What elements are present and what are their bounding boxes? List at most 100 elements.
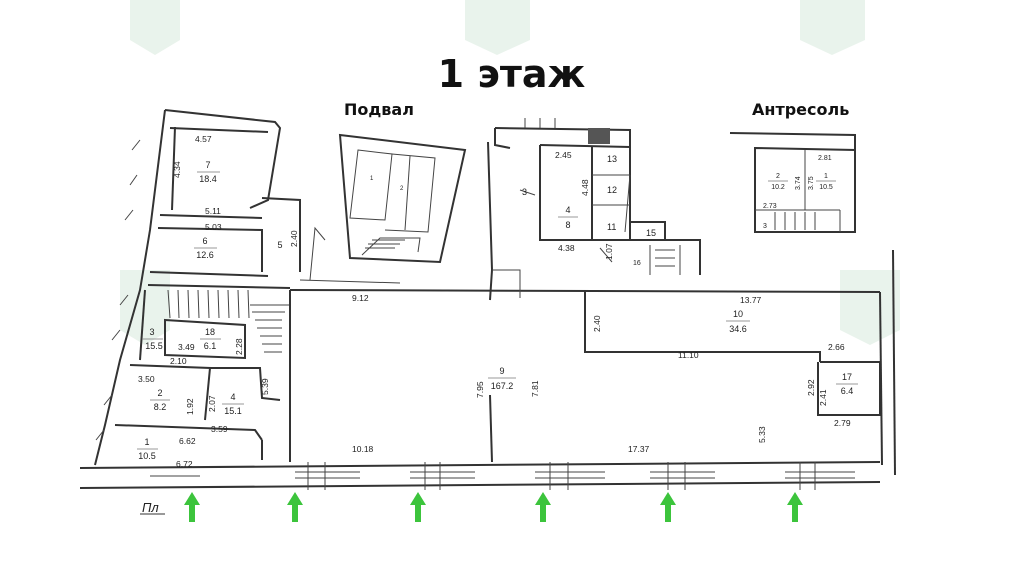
svg-text:6: 6 [202, 236, 207, 246]
svg-text:11.10: 11.10 [678, 350, 699, 360]
svg-text:2: 2 [157, 388, 162, 398]
room-18: 18 6.1 [200, 327, 221, 351]
left-wing-walls [79, 109, 881, 489]
service-block [494, 118, 701, 275]
svg-text:1: 1 [144, 437, 149, 447]
svg-text:2.28: 2.28 [234, 338, 244, 355]
svg-text:5.03: 5.03 [205, 222, 222, 232]
up-arrow-icon [184, 492, 200, 522]
svg-text:2.92: 2.92 [806, 379, 816, 396]
svg-text:4.57: 4.57 [195, 134, 212, 144]
room-5: 5 [277, 240, 282, 250]
up-arrow-icon [660, 492, 676, 522]
up-arrow-icon [410, 492, 426, 522]
svg-text:2.79: 2.79 [834, 418, 851, 428]
room-3-service: 3 [522, 187, 527, 197]
room-13: 13 [607, 154, 617, 164]
page-title: 1 этаж [437, 52, 586, 96]
svg-text:2.81: 2.81 [818, 155, 832, 162]
svg-text:17: 17 [842, 372, 852, 382]
up-arrow-icon [287, 492, 303, 522]
room-2: 2 8.2 [150, 388, 170, 412]
svg-text:167.2: 167.2 [491, 381, 514, 391]
svg-text:4: 4 [565, 205, 570, 215]
svg-text:5.39: 5.39 [260, 378, 270, 395]
svg-text:8.2: 8.2 [154, 402, 167, 412]
svg-text:7: 7 [205, 160, 210, 170]
svg-text:10.5: 10.5 [138, 451, 156, 461]
svg-text:10: 10 [733, 309, 743, 319]
svg-text:34.6: 34.6 [729, 324, 747, 334]
svg-text:4.34: 4.34 [172, 161, 182, 178]
svg-text:10.18: 10.18 [352, 444, 374, 454]
basement-room-label: 1 [370, 176, 374, 182]
svg-text:7.95: 7.95 [475, 381, 485, 398]
room-4: 4 15.1 [222, 392, 244, 416]
svg-text:13.77: 13.77 [740, 295, 762, 305]
svg-text:3.59: 3.59 [211, 424, 228, 434]
svg-text:6.62: 6.62 [179, 436, 196, 446]
svg-text:4.48: 4.48 [580, 179, 590, 196]
svg-text:10.2: 10.2 [771, 184, 785, 191]
room-4-service: 4 8 [558, 205, 578, 230]
main-hall-walls [289, 141, 896, 476]
room-labels: 7 18.4 6 12.6 5 3 15.5 18 6.1 2 8.2 4 [137, 154, 858, 461]
svg-text:3.50: 3.50 [138, 374, 155, 384]
mezzanine-plan [729, 132, 856, 233]
svg-text:9: 9 [499, 366, 504, 376]
entrance-arrows [184, 492, 803, 522]
svg-text:1: 1 [824, 173, 828, 180]
room-12: 12 [607, 185, 617, 195]
basement-title: Подвал [344, 100, 414, 119]
svg-text:8: 8 [565, 220, 570, 230]
room-16: 16 [633, 260, 641, 267]
svg-text:9.12: 9.12 [352, 293, 369, 303]
svg-text:2.40: 2.40 [289, 230, 299, 247]
svg-text:18: 18 [205, 327, 215, 337]
svg-text:1.07: 1.07 [604, 243, 614, 260]
svg-text:2: 2 [776, 173, 780, 180]
svg-text:2.41: 2.41 [818, 389, 828, 406]
room-6: 6 12.6 [194, 236, 217, 260]
watermark-logos [120, 0, 900, 345]
room-15: 15 [646, 228, 656, 238]
room-9: 9 167.2 [488, 366, 516, 391]
svg-text:10.5: 10.5 [819, 184, 833, 191]
mezz-room-2: 2 10.2 [768, 173, 788, 191]
svg-text:2.07: 2.07 [207, 395, 217, 412]
svg-text:4.38: 4.38 [558, 243, 575, 253]
svg-text:7.81: 7.81 [530, 380, 540, 397]
svg-text:3.75: 3.75 [808, 176, 815, 190]
svg-text:6.72: 6.72 [176, 459, 193, 469]
svg-text:1.92: 1.92 [185, 398, 195, 415]
svg-text:2.40: 2.40 [592, 315, 602, 332]
svg-text:3.49: 3.49 [178, 342, 195, 352]
mezz-room-3: 3 [763, 223, 767, 230]
dimension-labels: 4.57 4.34 5.11 5.03 2.40 3.49 2.10 2.28 … [138, 134, 851, 469]
svg-text:3.74: 3.74 [795, 176, 802, 190]
svg-text:18.4: 18.4 [199, 174, 217, 184]
room-17: 17 6.4 [836, 372, 858, 396]
mezzanine-title: Антресоль [752, 100, 850, 119]
up-arrow-icon [535, 492, 551, 522]
svg-text:5.33: 5.33 [757, 426, 767, 443]
basement-room-label: 2 [400, 186, 404, 192]
svg-text:12.6: 12.6 [196, 250, 214, 260]
room-1: 1 10.5 [137, 437, 158, 461]
svg-text:2.66: 2.66 [828, 342, 845, 352]
svg-text:6.4: 6.4 [841, 386, 854, 396]
entrance-label: Пл [142, 500, 159, 515]
windows [150, 462, 855, 490]
room-11: 11 [607, 222, 616, 232]
svg-text:3: 3 [149, 327, 154, 337]
room-10: 10 34.6 [726, 309, 750, 334]
svg-text:6.1: 6.1 [204, 341, 217, 351]
svg-text:15.1: 15.1 [224, 406, 242, 416]
mezz-room-1: 1 10.5 [816, 173, 836, 191]
svg-text:5: 5 [277, 240, 282, 250]
room-7: 7 18.4 [197, 160, 220, 184]
svg-text:17.37: 17.37 [628, 444, 650, 454]
svg-text:2.45: 2.45 [555, 150, 572, 160]
svg-text:15.5: 15.5 [145, 341, 163, 351]
